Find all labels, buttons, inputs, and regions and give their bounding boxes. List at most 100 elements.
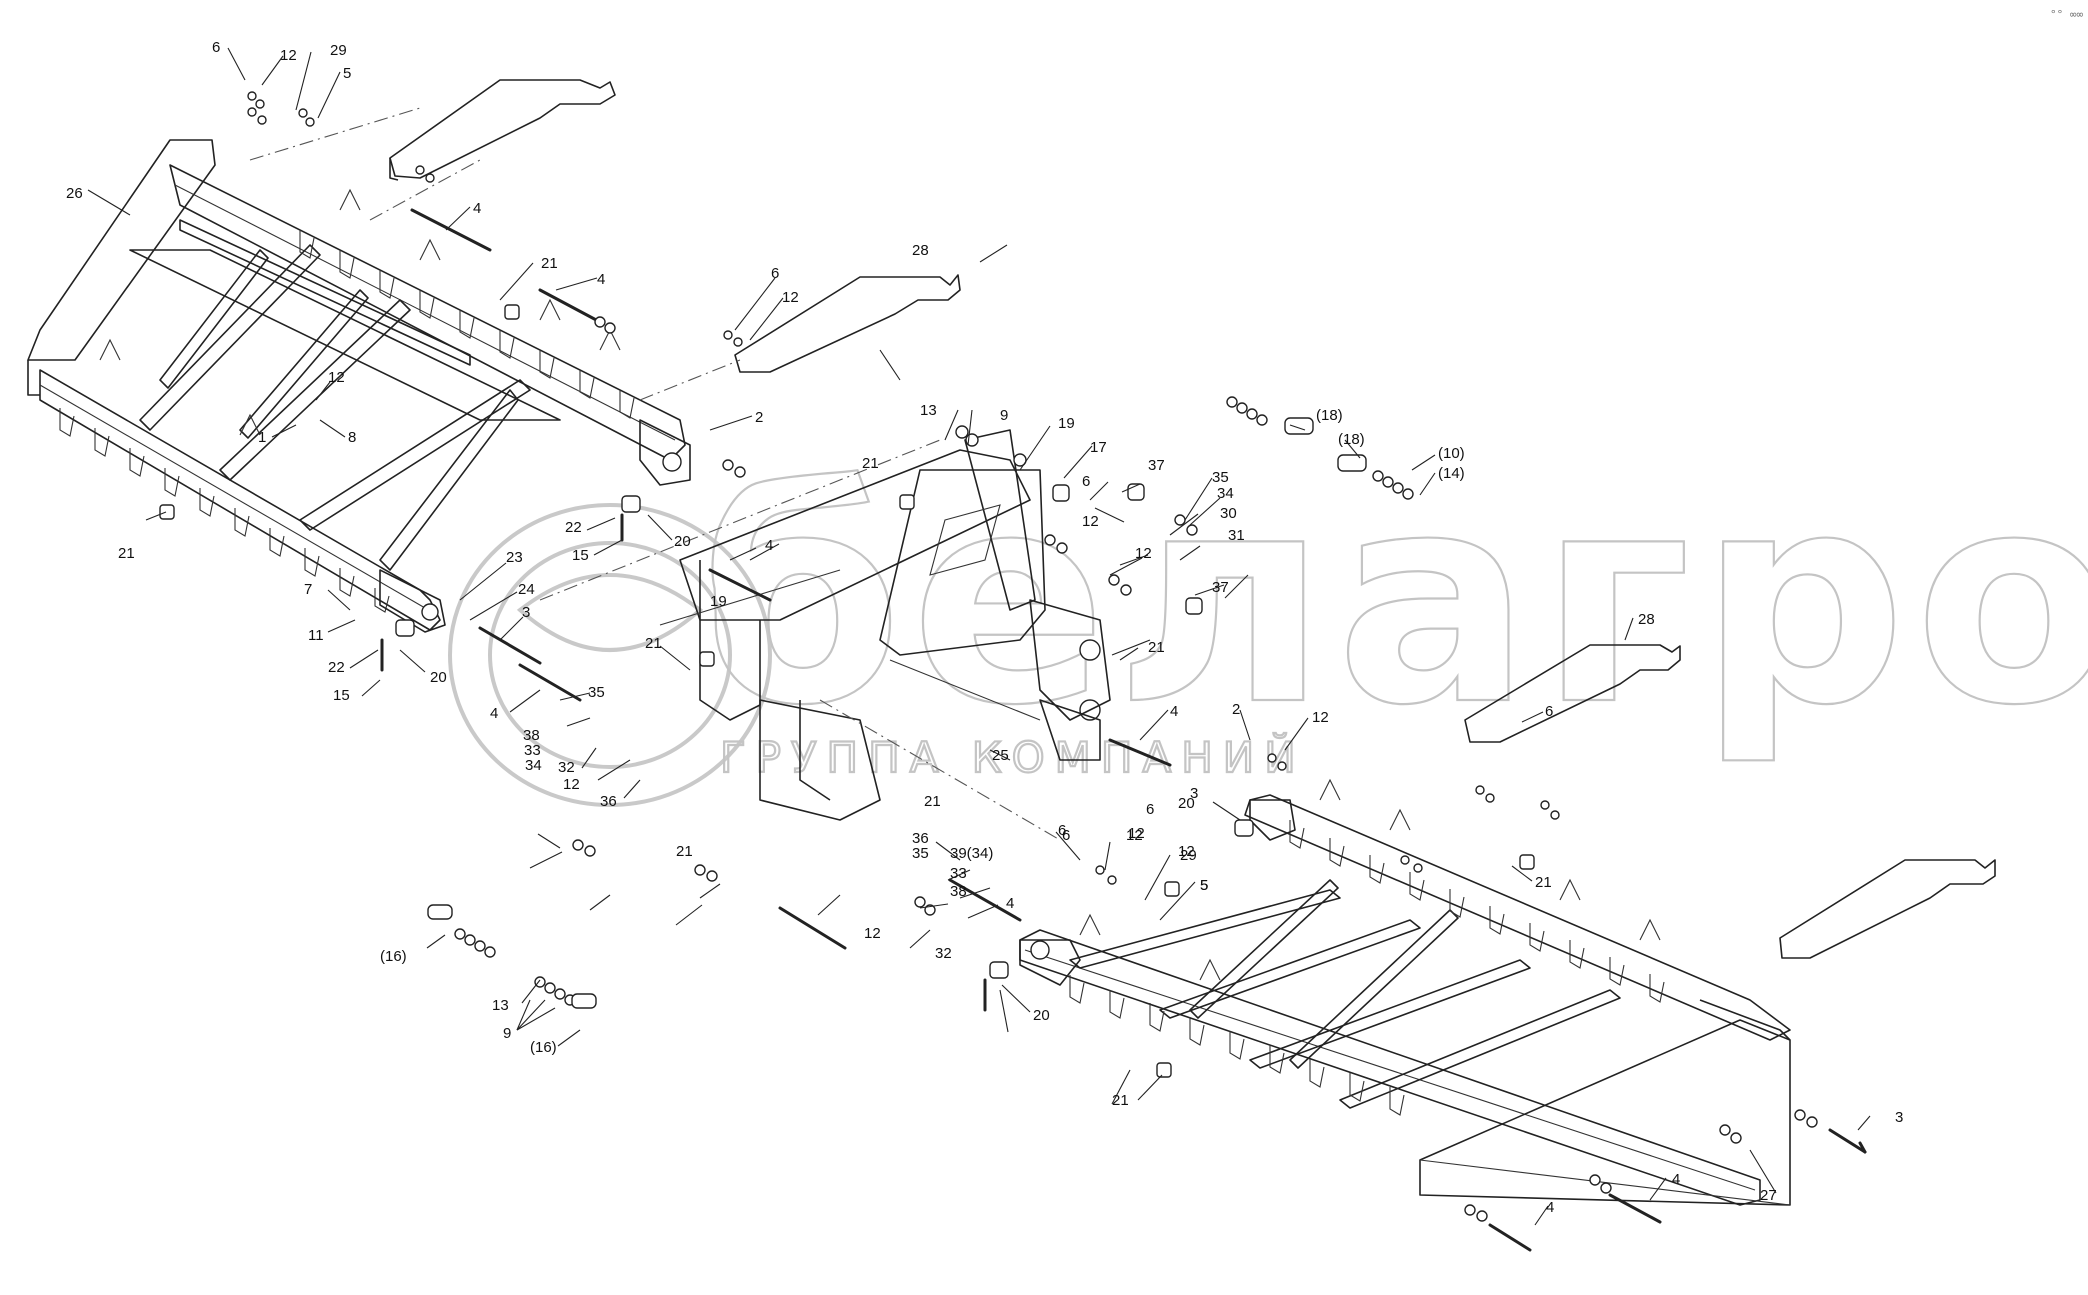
callout-label: 12 bbox=[280, 47, 297, 64]
callout-label: 34 bbox=[1217, 485, 1234, 502]
callout-label: (16) bbox=[530, 1039, 557, 1056]
callout-label: 15 bbox=[572, 547, 589, 564]
pivot-pin-group-upper-right bbox=[1226, 396, 1414, 500]
callout-label: 21 bbox=[676, 843, 693, 860]
watermark-subtitle: ГРУППА КОМПАНИЙ bbox=[720, 732, 1306, 782]
callout-label: 19 bbox=[710, 593, 727, 610]
callout-label: 6 bbox=[212, 39, 220, 56]
callout-label: 6 bbox=[1146, 801, 1154, 818]
callout-label: 12 bbox=[1128, 825, 1145, 842]
callout-label: 36 bbox=[912, 830, 929, 847]
callout-label: 12 bbox=[1312, 709, 1329, 726]
callout-label: 17 bbox=[1090, 439, 1107, 456]
callout-label: 23 bbox=[506, 549, 523, 566]
callout-label: 37 bbox=[1212, 579, 1229, 596]
callout-label: 4 bbox=[765, 537, 773, 554]
callout-label: 3 bbox=[522, 604, 530, 621]
watermark: белагро ГРУППА КОМПАНИЙ bbox=[448, 431, 2088, 807]
callout-label: 1 bbox=[258, 429, 266, 446]
callout-label: 29 bbox=[330, 42, 347, 59]
callout-label: 2 bbox=[755, 409, 763, 426]
callout-label: 21 bbox=[862, 455, 879, 472]
callout-label: 35 bbox=[912, 845, 929, 862]
callout-label: 12 bbox=[1126, 827, 1143, 844]
center-frame bbox=[539, 429, 1111, 841]
callout-label: 36 bbox=[600, 793, 617, 810]
callout-label: 5 bbox=[343, 65, 351, 82]
callout-leaders bbox=[87, 47, 1871, 1226]
callout-label: (18) bbox=[1338, 431, 1365, 448]
left-strut-bracket-upper bbox=[249, 79, 616, 221]
callout-label: 6 bbox=[1082, 473, 1090, 490]
callout-label: 39(34) bbox=[950, 845, 993, 862]
callout-label: 4 bbox=[1170, 703, 1178, 720]
callout-label: 21 bbox=[924, 793, 941, 810]
callout-label: (18) bbox=[1316, 407, 1343, 424]
callout-label: 22 bbox=[565, 519, 582, 536]
callout-label: 21 bbox=[645, 635, 662, 652]
callout-label: 30 bbox=[1220, 505, 1237, 522]
callout-label: 33 bbox=[524, 742, 541, 759]
callout-label: 15 bbox=[333, 687, 350, 704]
callout-label: 25 bbox=[992, 747, 1009, 764]
callout-label: 11 bbox=[308, 627, 324, 644]
callout-label: 34 bbox=[525, 757, 542, 774]
callout-label: 6 bbox=[1545, 703, 1553, 720]
callout-label: 19 bbox=[1058, 415, 1075, 432]
callout-label: 6 bbox=[771, 265, 779, 282]
callout-label: 26 bbox=[66, 185, 83, 202]
callout-label: 20 bbox=[430, 669, 447, 686]
callout-label: 35 bbox=[588, 684, 605, 701]
callout-label: 3 bbox=[1895, 1109, 1903, 1126]
callout-label: 8 bbox=[348, 429, 356, 446]
callout-label: 12 bbox=[328, 369, 345, 386]
callout-label: 9 bbox=[503, 1025, 511, 1042]
callout-label: 38 bbox=[523, 727, 540, 744]
callout-label: 4 bbox=[473, 200, 481, 217]
right-strut-bracket-lower bbox=[1779, 859, 1996, 959]
callout-label: 4 bbox=[1546, 1199, 1554, 1216]
callout-label: 20 bbox=[1033, 1007, 1050, 1024]
callout-label: 13 bbox=[492, 997, 509, 1014]
callout-label: 13 bbox=[920, 402, 937, 419]
callout-label: 4 bbox=[1006, 895, 1014, 912]
callout-label: 21 bbox=[118, 545, 135, 562]
callout-label: 24 bbox=[518, 581, 535, 598]
right-strut-bracket-upper bbox=[1464, 644, 1681, 743]
callout-label: (16) bbox=[380, 948, 407, 965]
callout-label: 21 bbox=[1148, 639, 1165, 656]
callout-label: 31 bbox=[1228, 527, 1245, 544]
callout-label: (10) bbox=[1438, 445, 1465, 462]
callout-label: 29 bbox=[1180, 847, 1197, 864]
callout-label: 4 bbox=[1672, 1171, 1680, 1188]
corner-mark: °° ∞∞ bbox=[2050, 8, 2083, 21]
callout-label: 4 bbox=[597, 271, 605, 288]
callout-label: 9 bbox=[1000, 407, 1008, 424]
callout-label: 12 bbox=[782, 289, 799, 306]
callout-label: 35 bbox=[1212, 469, 1229, 486]
watermark-brand: белагро bbox=[700, 432, 2088, 769]
callout-label: 37 bbox=[1148, 457, 1165, 474]
callout-label: 32 bbox=[558, 759, 575, 776]
right-wing-frame bbox=[1019, 778, 1791, 1206]
callout-label: 27 bbox=[1760, 1187, 1777, 1204]
callout-label: 6 bbox=[1062, 827, 1070, 844]
callout-label: 3 bbox=[1190, 785, 1198, 802]
callout-labels: 6 12 29 5 26 4 21 4 28 6 12 12 1 8 2 21 … bbox=[66, 39, 1903, 1216]
pivot-pin-group-lower-left bbox=[427, 904, 597, 1009]
callout-label: 5 bbox=[1200, 877, 1208, 894]
callout-label: 12 bbox=[864, 925, 881, 942]
callout-label: 22 bbox=[328, 659, 345, 676]
callout-label: 12 bbox=[563, 776, 580, 793]
callout-label: 12 bbox=[1135, 545, 1152, 562]
callout-label: 33 bbox=[950, 865, 967, 882]
callout-label: 38 bbox=[950, 883, 967, 900]
callout-label: 21 bbox=[1535, 874, 1552, 891]
callout-label: (14) bbox=[1438, 465, 1465, 482]
hardware bbox=[159, 91, 1867, 1252]
left-wing-frame bbox=[27, 139, 691, 633]
callout-label: 20 bbox=[674, 533, 691, 550]
callout-label: 28 bbox=[912, 242, 929, 259]
callout-label: 2 bbox=[1232, 701, 1240, 718]
